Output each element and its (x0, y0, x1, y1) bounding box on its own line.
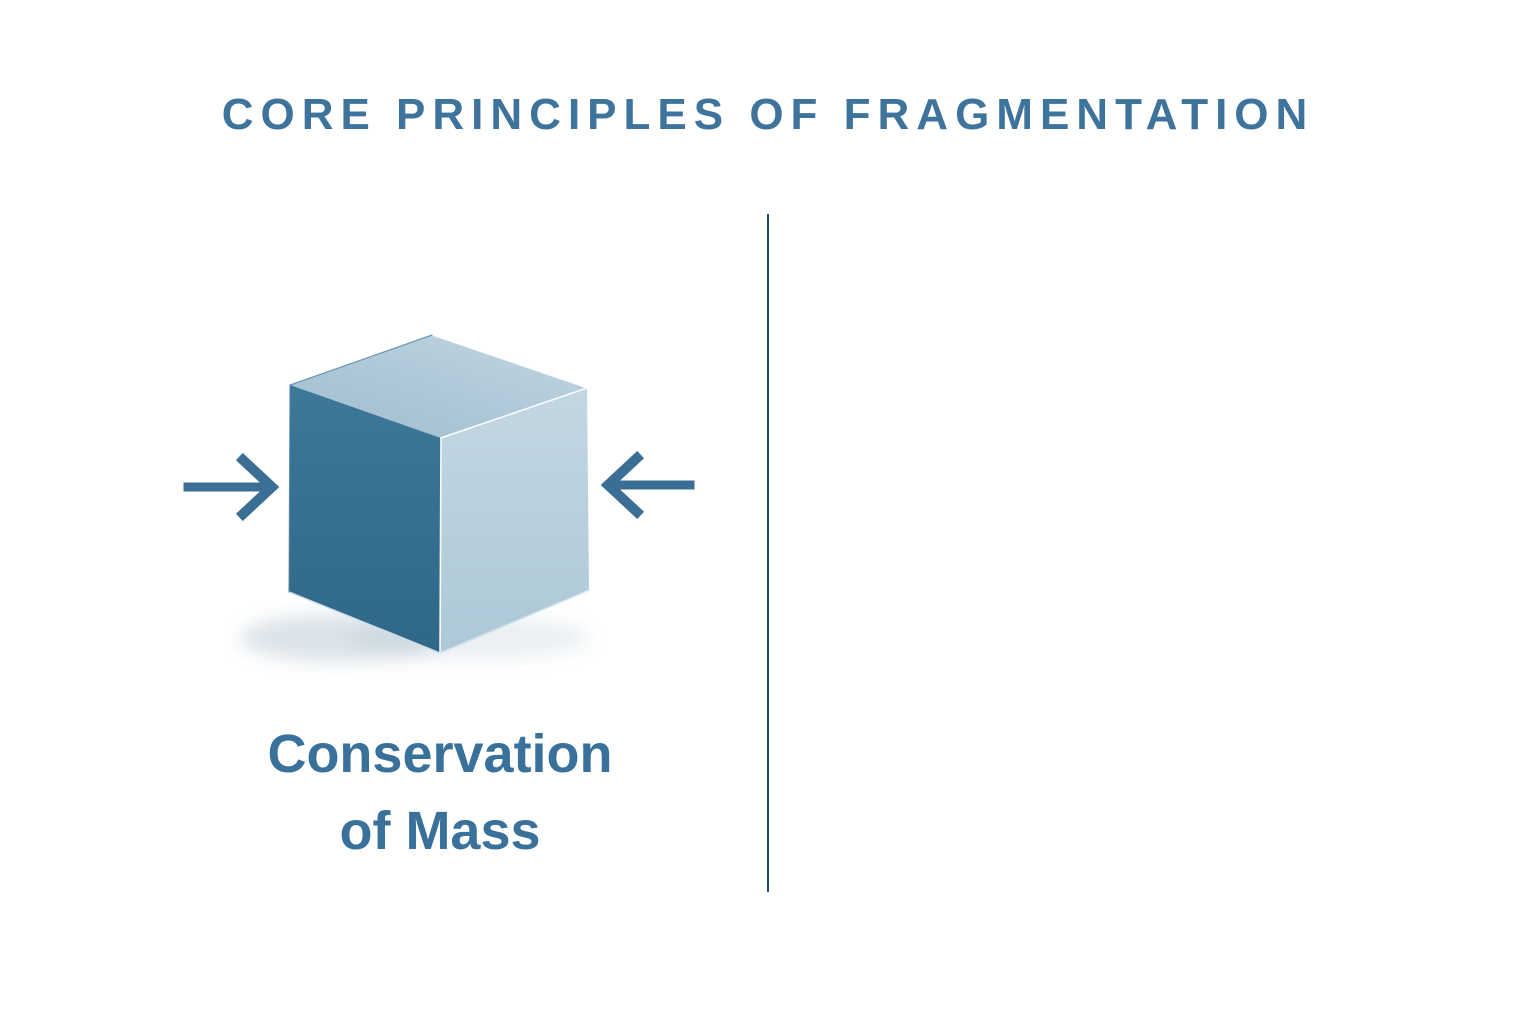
cube-illustration (183, 334, 695, 662)
conservation-label-line1: Conservation (267, 724, 613, 784)
cube-right-face (440, 388, 589, 653)
cube-top-face (290, 335, 587, 438)
cube-left-face (289, 385, 441, 653)
randomness-panel: Maximum Randomness (769, 0, 1536, 1024)
conservation-label-line2: of Mass (339, 800, 541, 861)
conservation-of-mass-label: Conservation of Mass (180, 716, 700, 869)
cube-edge-highlights (288, 334, 590, 654)
conservation-panel: Conservation of Mass (0, 0, 767, 1024)
compress-arrow-right-icon (600, 450, 695, 520)
compress-arrow-left-icon (183, 452, 280, 522)
panel-divider (767, 214, 769, 892)
page-title: CORE PRINCIPLES OF FRAGMENTATION (221, 90, 1315, 139)
